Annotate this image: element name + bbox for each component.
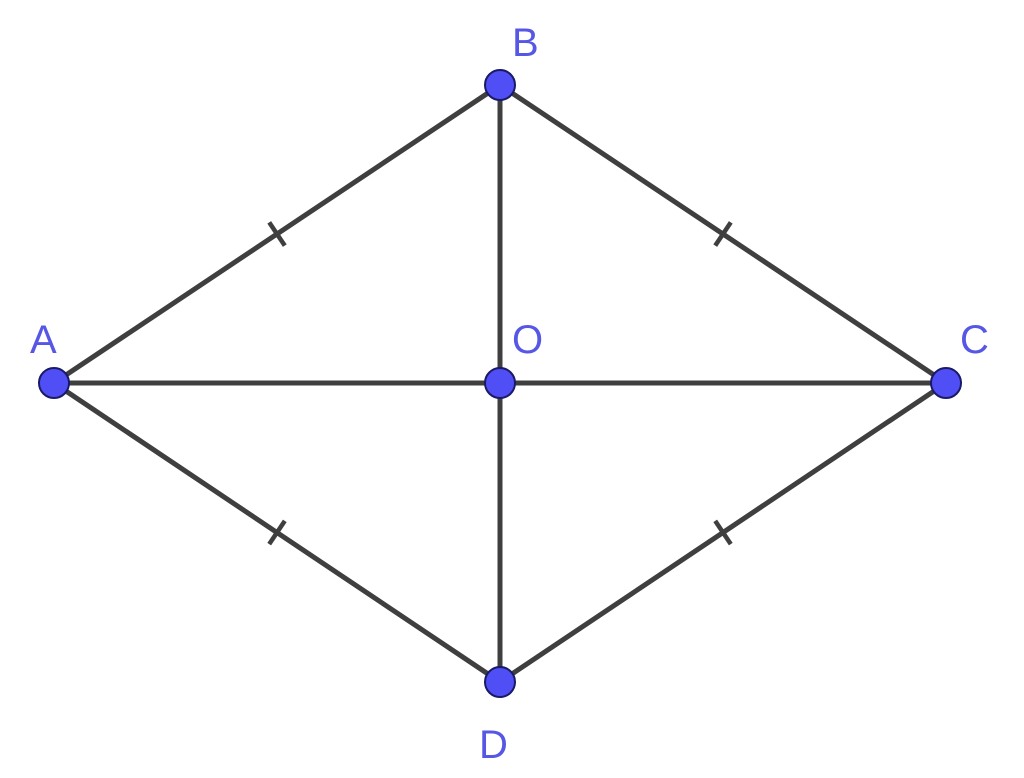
equal-mark-cd [713,519,733,546]
points-group [38,69,962,698]
point-b [484,69,516,101]
equal-mark-bc [713,221,733,247]
point-d [484,666,516,698]
equal-length-marks-group [267,221,733,546]
point-label-o: O [512,318,543,362]
point-label-b: B [512,21,539,65]
point-o [484,367,516,399]
equal-mark-ab [267,221,287,247]
point-a [38,367,70,399]
point-label-c: C [960,318,989,362]
point-label-a: A [30,318,57,362]
point-c [930,367,962,399]
point-labels-group: A B C D O [30,21,989,767]
point-label-d: D [479,723,508,767]
equal-mark-da [267,519,287,546]
